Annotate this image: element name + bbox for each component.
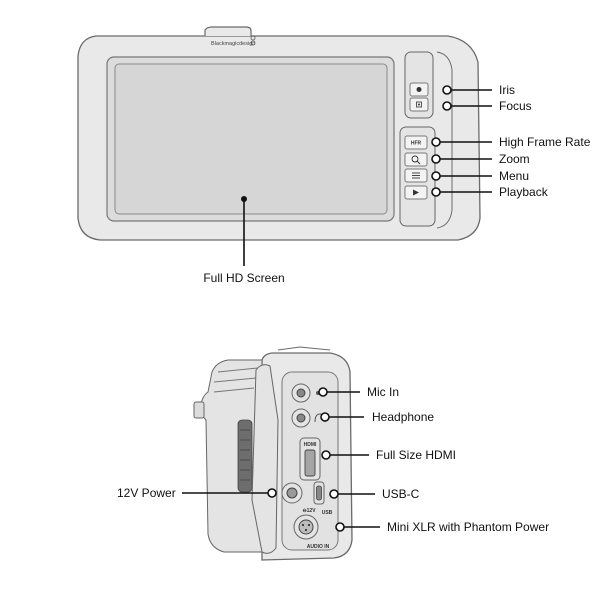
zoom-callout: Zoom — [431, 152, 530, 166]
play-icon — [413, 189, 419, 196]
power-callout: 12V Power — [117, 486, 277, 500]
side-button[interactable] — [193, 401, 205, 419]
playback-callout: Playback — [431, 185, 549, 199]
menu-marker — [431, 171, 441, 181]
focus-marker — [442, 101, 452, 111]
usb-c-callout: USB-C — [329, 487, 420, 501]
hdmi-port-text: HDMI — [304, 442, 317, 448]
12v-port-text: ⊖12V — [302, 508, 316, 514]
mini-xlr-marker — [335, 522, 345, 532]
audio-in-text: AUDIO IN — [307, 544, 330, 550]
brand-logo-mark — [250, 35, 256, 46]
mini-xlr-callout: Mini XLR with Phantom Power — [335, 520, 549, 534]
full-hd-screen-label: Full HD Screen — [203, 271, 284, 285]
hdmi-marker — [321, 450, 331, 460]
brand-logo-text: Blackmagicdesign — [211, 41, 255, 47]
usb-c-label: USB-C — [382, 487, 420, 501]
focus-callout: Focus — [442, 99, 532, 113]
usb-c-port[interactable] — [316, 485, 322, 501]
playback-marker — [431, 187, 441, 197]
side-top-edge — [277, 346, 331, 351]
iris-callout: Iris — [442, 83, 515, 97]
port-door — [251, 364, 279, 554]
usb-port-text: USB — [322, 510, 333, 516]
iris-marker — [442, 85, 452, 95]
zoom-icon — [411, 155, 421, 165]
hdmi-callout: Full Size HDMI — [321, 448, 456, 462]
headphone-label: Headphone — [372, 410, 434, 424]
zoom-label: Zoom — [499, 152, 530, 166]
usb-c-marker — [329, 489, 339, 499]
mini-xlr-label: Mini XLR with Phantom Power — [387, 520, 549, 534]
iris-label: Iris — [499, 83, 515, 97]
full-hd-screen[interactable] — [114, 63, 388, 215]
menu-label: Menu — [499, 169, 529, 183]
focus-icon — [416, 101, 422, 108]
playback-label: Playback — [499, 185, 549, 199]
high-frame-rate-label: High Frame Rate — [499, 135, 591, 149]
headphone-port[interactable] — [296, 413, 306, 423]
camera-top-bump — [204, 26, 252, 36]
xlr-pins — [301, 523, 311, 532]
mic-in-port[interactable] — [296, 388, 306, 398]
left-grip — [199, 359, 263, 553]
12v-power-label: 12V Power — [117, 486, 176, 500]
mic-in-label: Mic In — [367, 385, 399, 399]
mic-in-callout: Mic In — [318, 385, 399, 399]
camera-back-view: Blackmagicdesign HFR — [77, 26, 591, 285]
iris-icon — [416, 87, 422, 92]
12v-power-port[interactable] — [286, 487, 298, 499]
screen-callout: Full HD Screen — [203, 196, 285, 285]
menu-callout: Menu — [431, 169, 529, 183]
hfr-button[interactable] — [404, 135, 428, 150]
headphone-callout: Headphone — [320, 410, 434, 424]
hdmi-label: Full Size HDMI — [376, 448, 456, 462]
hfr-marker — [431, 137, 441, 147]
focus-label: Focus — [499, 99, 532, 113]
menu-icon — [412, 172, 420, 179]
mini-xlr-port[interactable] — [298, 519, 314, 535]
grip-texture — [237, 419, 253, 493]
side-edge — [436, 51, 453, 229]
camera-side-view: HDMI ⊖12V USB AUDIO IN Mic In Headphone … — [117, 346, 549, 561]
12v-power-marker — [267, 488, 277, 498]
hfr-button-label: HFR — [411, 141, 422, 147]
zoom-button[interactable] — [404, 152, 428, 167]
hdmi-port[interactable] — [304, 449, 316, 477]
hfr-callout: High Frame Rate — [431, 135, 591, 149]
zoom-marker — [431, 154, 441, 164]
headphone-marker — [320, 412, 330, 422]
mic-in-marker — [318, 387, 328, 397]
